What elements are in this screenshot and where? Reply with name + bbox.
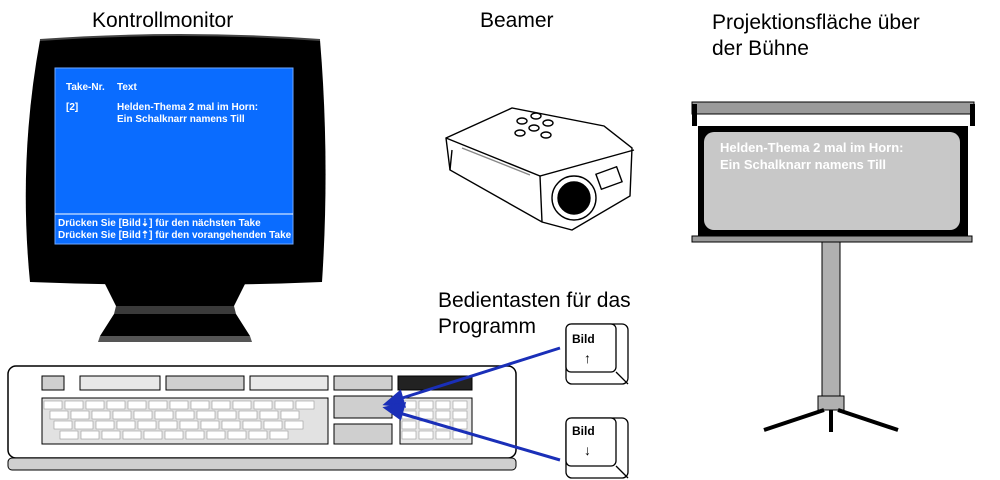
keyboard-key[interactable] <box>64 400 84 410</box>
projection-label: Projektionsfläche über der Bühne <box>712 10 920 62</box>
monitor-take-number: [2] <box>66 102 79 113</box>
keyboard-key[interactable] <box>53 420 73 430</box>
bild-down-arrow-icon: ↓ <box>584 442 591 458</box>
keyboard-key[interactable] <box>179 420 199 430</box>
bild-up-arrow-icon: ↑ <box>584 350 591 366</box>
projection-line1: Helden-Thema 2 mal im Horn: <box>720 140 904 155</box>
keyboard-key[interactable] <box>106 400 126 410</box>
keyboard-key[interactable] <box>221 420 241 430</box>
keyboard-key[interactable] <box>43 400 63 410</box>
bild-down-label: Bild <box>572 424 595 438</box>
numpad-key[interactable] <box>401 430 417 440</box>
monitor-screen <box>54 67 294 245</box>
keyboard-key[interactable] <box>95 420 115 430</box>
keyboard-key[interactable] <box>217 410 237 420</box>
monitor-hint-next: Drücken Sie [Bild⇣] für den nächsten Tak… <box>58 218 261 229</box>
keyboard-key[interactable] <box>284 420 304 430</box>
keyboard-key[interactable] <box>59 430 79 440</box>
keyboard-key[interactable] <box>70 410 90 420</box>
numpad-key[interactable] <box>435 410 451 420</box>
keyboard-key[interactable] <box>295 400 315 410</box>
keyboard-key[interactable] <box>196 410 216 420</box>
beamer-projector <box>445 107 635 231</box>
monitor-hint-prev: Drücken Sie [Bild⇡] für den vorangehende… <box>58 230 292 241</box>
monitor-col-take: Take-Nr. <box>66 82 105 93</box>
keyboard-key[interactable] <box>175 410 195 420</box>
keyboard-key[interactable] <box>200 420 220 430</box>
keyboard-key[interactable] <box>259 410 279 420</box>
keyboard-key[interactable] <box>206 430 226 440</box>
keyboard <box>7 365 517 471</box>
keyboard-key[interactable] <box>127 400 147 410</box>
keyboard-key[interactable] <box>169 400 189 410</box>
keyboard-key[interactable] <box>101 430 121 440</box>
keyboard-key[interactable] <box>137 420 157 430</box>
keyboard-key[interactable] <box>227 430 247 440</box>
bild-down-key[interactable] <box>565 417 629 479</box>
numpad-key[interactable] <box>452 420 468 430</box>
projection-screen-stand <box>691 101 975 432</box>
monitor-take-line1: Helden-Thema 2 mal im Horn: <box>117 102 259 113</box>
keys-label: Bedientasten für das Programm <box>438 288 631 340</box>
keyboard-key[interactable] <box>211 400 231 410</box>
numpad-key[interactable] <box>452 400 468 410</box>
numpad-key[interactable] <box>418 400 434 410</box>
keyboard-key[interactable] <box>154 410 174 420</box>
keyboard-main-block <box>41 397 329 445</box>
projection-label-line2: der Bühne <box>712 37 809 60</box>
monitor-label: Kontrollmonitor <box>92 9 234 32</box>
keyboard-key[interactable] <box>280 410 300 420</box>
projection-line2: Ein Schalknarr namens Till <box>720 157 886 172</box>
keyboard-key[interactable] <box>274 400 294 410</box>
keyboard-key[interactable] <box>133 410 153 420</box>
keyboard-key[interactable] <box>49 410 69 420</box>
beamer-label: Beamer <box>480 9 554 32</box>
numpad-key[interactable] <box>452 410 468 420</box>
bild-up-label: Bild <box>572 332 595 346</box>
numpad-key[interactable] <box>435 430 451 440</box>
arrow-to-down-key <box>395 410 561 462</box>
keyboard-key[interactable] <box>253 400 273 410</box>
monitor-col-text: Text <box>117 82 137 93</box>
arrow-to-up-key <box>395 346 561 402</box>
control-monitor <box>25 34 326 342</box>
numpad-key[interactable] <box>401 420 417 430</box>
keyboard-key[interactable] <box>85 400 105 410</box>
keyboard-key[interactable] <box>263 420 283 430</box>
keyboard-key[interactable] <box>116 420 136 430</box>
numpad-key[interactable] <box>418 430 434 440</box>
keyboard-key[interactable] <box>269 430 289 440</box>
keyboard-key[interactable] <box>91 410 111 420</box>
keyboard-key[interactable] <box>242 420 262 430</box>
keyboard-key[interactable] <box>164 430 184 440</box>
keyboard-key[interactable] <box>74 420 94 430</box>
numpad-key[interactable] <box>418 410 434 420</box>
keyboard-key[interactable] <box>80 430 100 440</box>
monitor-take-line2: Ein Schalknarr namens Till <box>117 114 245 125</box>
numpad-key[interactable] <box>435 400 451 410</box>
keyboard-key[interactable] <box>158 420 178 430</box>
keyboard-key[interactable] <box>185 430 205 440</box>
keyboard-key[interactable] <box>238 410 258 420</box>
keyboard-key[interactable] <box>232 400 252 410</box>
keyboard-key[interactable] <box>112 410 132 420</box>
keyboard-key[interactable] <box>122 430 142 440</box>
keys-label-line1: Bedientasten für das <box>438 289 631 312</box>
keys-label-line2: Programm <box>438 315 537 338</box>
bild-up-key[interactable] <box>565 323 629 385</box>
projection-screen <box>704 132 960 230</box>
keyboard-key[interactable] <box>148 400 168 410</box>
connector-arrows <box>382 346 561 462</box>
projection-label-line1: Projektionsfläche über <box>712 11 920 34</box>
keyboard-key[interactable] <box>248 430 268 440</box>
keyboard-key[interactable] <box>143 430 163 440</box>
keyboard-key[interactable] <box>190 400 210 410</box>
